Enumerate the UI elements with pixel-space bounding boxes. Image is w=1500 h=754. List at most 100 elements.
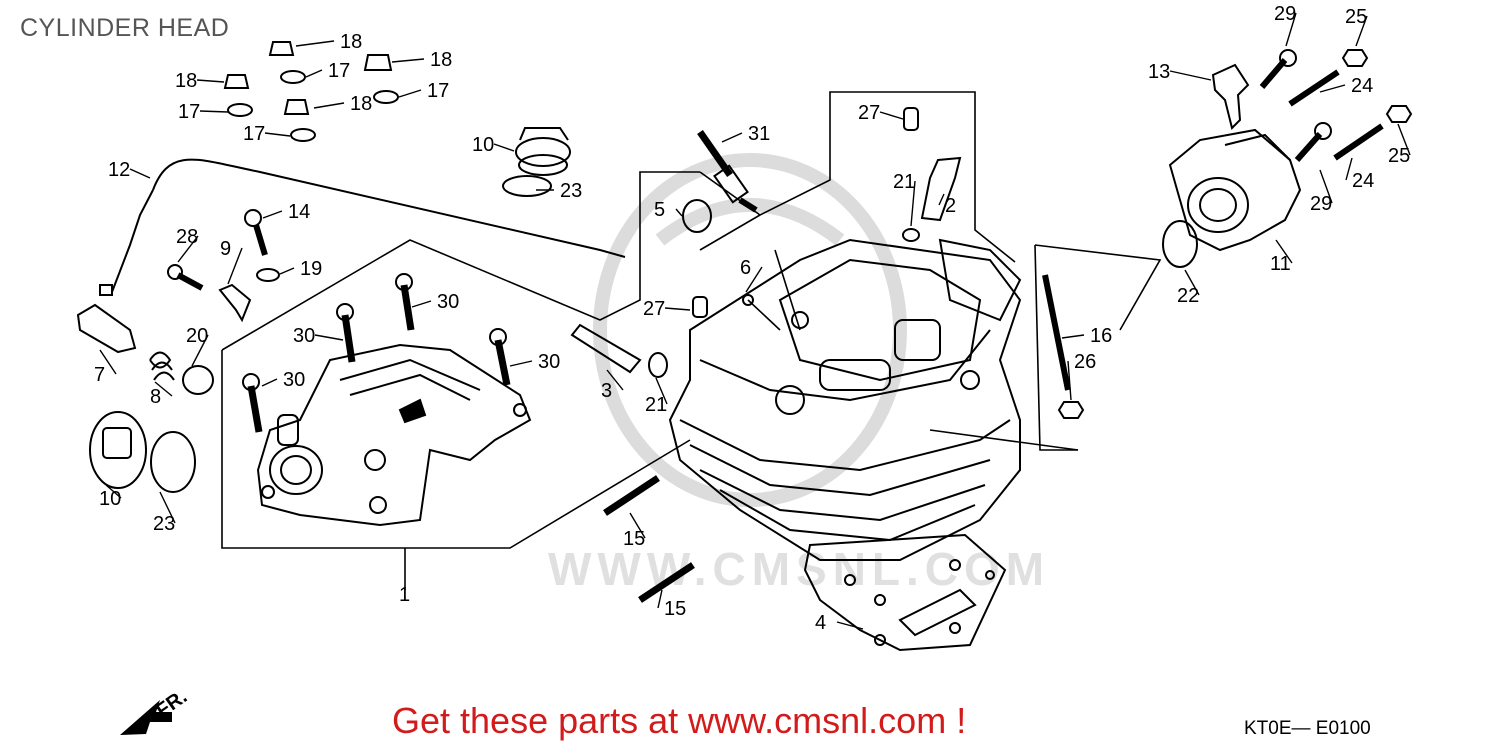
callout-leader [664,307,691,311]
callout-leader [745,266,763,293]
callout-number-18: 18 [340,31,362,53]
spark-plug [697,129,758,213]
callout-leader [606,369,624,391]
callout-number-24: 24 [1352,170,1374,192]
callout-leader [836,621,864,630]
oil-cap-top [515,127,571,176]
front-arrow-icon: FR. [120,686,191,735]
callout-leader [227,247,243,285]
callout-number-30: 30 [283,369,305,391]
watermark-logo [593,153,907,507]
callout-leader [99,349,117,375]
callout-number-18: 18 [350,93,372,115]
callout-number-12: 12 [108,159,130,181]
callout-number-30: 30 [538,351,560,373]
intake-manifold [1168,128,1302,252]
callout-leader [1169,70,1212,81]
callout-number-6: 6 [740,257,751,279]
watermark-text: WWW.CMSNL.COM [548,543,1050,595]
callout-leader [177,235,199,263]
callout-number-10: 10 [472,134,494,156]
head-cover [256,343,532,527]
callout-leader [313,102,345,109]
callout-number-17: 17 [427,80,449,102]
callout-leader [314,334,344,341]
callout-leader [154,381,173,397]
callout-leader [1184,269,1200,296]
callout-leader [105,484,122,499]
callout-leader [129,168,151,179]
callout-number-10: 10 [99,488,121,510]
callout-number-23: 23 [153,513,175,535]
callout-leader [675,208,683,217]
callout-leader [910,180,916,227]
callout-leader [1355,15,1368,47]
callout-number-27: 27 [643,298,665,320]
callout-number-16: 16 [1090,325,1112,347]
callout-number-25: 25 [1388,145,1410,167]
gasket [803,533,1007,652]
promo-link[interactable]: Get these parts at www.cmsnl.com ! [392,700,967,741]
callout-number-7: 7 [94,364,105,386]
callout-leader [391,58,425,63]
callout-number-27: 27 [858,102,880,124]
callout-leader [938,193,945,206]
callout-leader [411,300,432,308]
callout-leader [657,589,663,609]
callout-leader [1067,360,1072,401]
callout-number-17: 17 [243,123,265,145]
callout-leader [295,40,335,47]
bracket-lines [221,91,1162,590]
callout-leader [398,89,422,98]
callout-number-15: 15 [664,598,686,620]
callout-leader [279,267,295,275]
callout-leader [879,111,904,120]
callout-leader [493,143,515,152]
diagram-title: CYLINDER HEAD [20,14,230,42]
callout-number-20: 20 [186,325,208,347]
callout-number-9: 9 [220,238,231,260]
callout-number-1: 1 [399,584,410,606]
callout-number-22: 22 [1177,285,1199,307]
callout-leader [159,491,176,524]
callout-leader [1397,123,1411,156]
callout-leader [262,210,283,219]
parts-drawing [76,41,1413,652]
callout-number-24: 24 [1351,75,1373,97]
callout-number-21: 21 [645,394,667,416]
callout-number-29: 29 [1274,3,1296,25]
callout-number-26: 26 [1074,351,1096,373]
callout-number-23: 23 [560,180,582,202]
callout-number-29: 29 [1310,193,1332,215]
callout-number-11: 11 [1270,253,1291,275]
callout-leader [1061,334,1085,339]
cylinder-head [668,238,1022,561]
callout-leader [509,360,533,367]
callout-leader [629,512,646,539]
callout-number-2: 2 [945,195,956,217]
callout-leader [199,110,229,113]
callout-leader [721,132,743,143]
callout-leader [196,79,225,83]
callout-number-30: 30 [293,325,315,347]
callout-number-31: 31 [748,123,770,145]
callout-leader [1319,169,1333,204]
diagram-code: KT0E— E0100 [1244,718,1371,739]
callout-leader [1285,12,1297,47]
callout-leader [1275,239,1293,264]
callout-number-4: 4 [815,612,826,634]
callout-number-17: 17 [328,60,350,82]
callout-leader [1345,157,1353,181]
callout-number-13: 13 [1148,61,1170,83]
callout-number-21: 21 [893,171,915,193]
callout-number-14: 14 [288,201,310,223]
callout-number-18: 18 [430,49,452,71]
callout-number-18: 18 [175,70,197,92]
callout-leader [264,132,291,137]
callout-number-30: 30 [437,291,459,313]
callout-number-3: 3 [601,380,612,402]
callout-number-25: 25 [1345,6,1367,28]
